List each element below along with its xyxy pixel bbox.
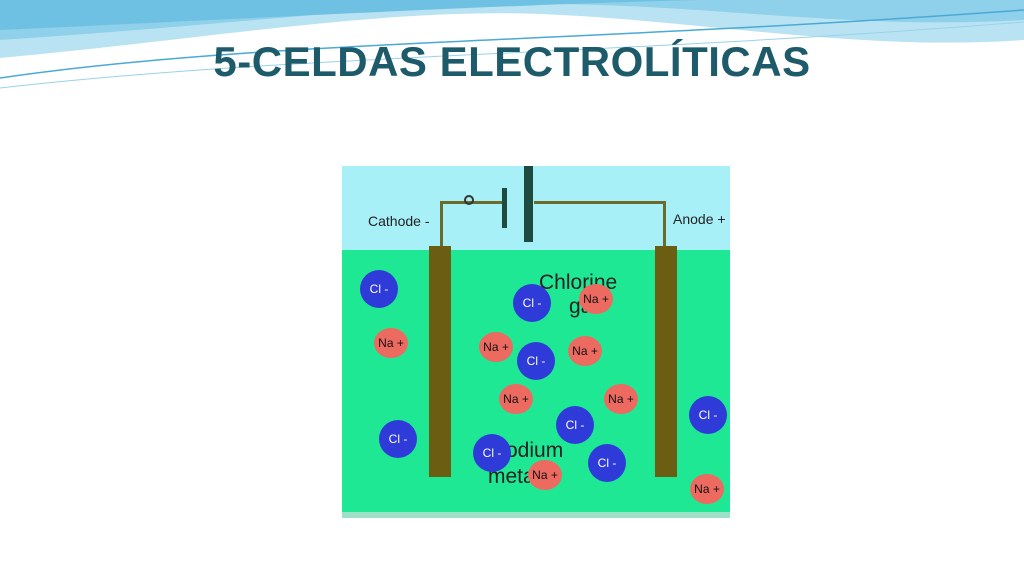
container-bottom	[342, 512, 730, 518]
chloride-ion: Cl -	[513, 284, 551, 322]
anode-label: Anode +	[673, 211, 726, 227]
cathode-electrode	[429, 246, 451, 477]
battery-negative-plate	[502, 188, 507, 228]
sodium-ion: Na +	[374, 328, 408, 358]
chloride-ion: Cl -	[517, 342, 555, 380]
battery-positive-plate	[524, 166, 533, 242]
terminal-dot-icon	[464, 195, 474, 205]
cathode-label: Cathode -	[368, 213, 430, 229]
chloride-ion: Cl -	[588, 444, 626, 482]
sodium-ion: Na +	[579, 284, 613, 314]
page-title: 5-CELDAS ELECTROLÍTICAS	[213, 38, 811, 85]
air-region	[342, 166, 730, 250]
sodium-ion: Na +	[528, 460, 562, 490]
sodium-ion: Na +	[479, 332, 513, 362]
sodium-ion: Na +	[604, 384, 638, 414]
sodium-ion: Na +	[690, 474, 724, 504]
chloride-ion: Cl -	[689, 396, 727, 434]
chloride-ion: Cl -	[473, 434, 511, 472]
chloride-ion: Cl -	[556, 406, 594, 444]
header-wave-decoration	[0, 0, 1024, 89]
anode-electrode	[655, 246, 677, 477]
chloride-ion: Cl -	[379, 420, 417, 458]
sodium-metal-label-line2: metal	[488, 465, 540, 488]
cathode-wire-vertical	[440, 202, 443, 252]
sodium-ion: Na +	[499, 384, 533, 414]
anode-wire-horizontal	[534, 201, 666, 204]
chloride-ion: Cl -	[360, 270, 398, 308]
sodium-ion: Na +	[568, 336, 602, 366]
anode-wire-vertical	[663, 201, 666, 251]
electrolytic-cell-diagram: Cathode - Anode + Chlorine gas Sodium me…	[342, 166, 730, 518]
